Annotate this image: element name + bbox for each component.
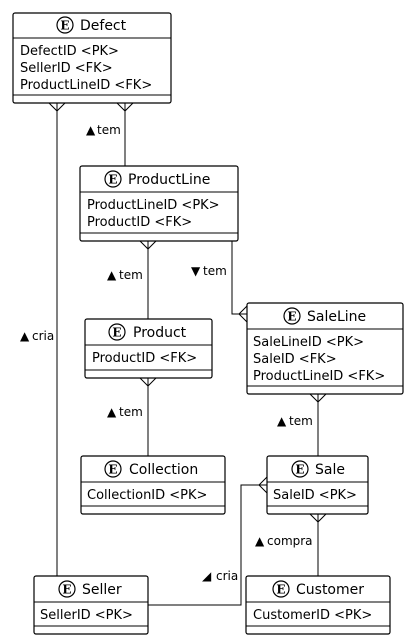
entity-title: SaleLine	[307, 309, 366, 325]
entity-product[interactable]: E Product ProductID <FK>	[84, 318, 213, 379]
edge-defect-productline	[116, 102, 134, 166]
entity-stereotype-icon: E	[291, 460, 309, 478]
relation-label-productline-product: ▲ tem	[107, 268, 143, 282]
edge-product-collection	[139, 377, 157, 456]
relation-text: cria	[216, 569, 238, 583]
relation-label-productline-saleline: ▼ tem	[191, 264, 227, 278]
relation-label-saleline-sale: ▲ tem	[277, 414, 313, 428]
svg-text:E: E	[112, 326, 121, 340]
entity-stereotype-icon: E	[108, 323, 126, 341]
relation-label-defect-productline: ▲ tem	[86, 123, 121, 137]
svg-text:E: E	[62, 583, 71, 597]
entity-seller[interactable]: E Seller SellerID <PK>	[33, 575, 149, 635]
entity-title: Sale	[315, 462, 345, 478]
relation-text: tem	[203, 264, 227, 278]
entity-attribute: ProductLineID <FK>	[20, 78, 152, 93]
svg-text:E: E	[108, 173, 117, 187]
entity-saleline[interactable]: E SaleLine SaleLineID <PK> SaleID <FK> P…	[246, 302, 404, 395]
entity-attribute: ProductID <FK>	[87, 215, 192, 230]
entity-attribute: CollectionID <PK>	[87, 488, 207, 503]
entity-attribute: SaleID <FK>	[253, 352, 337, 367]
edge-productline-saleline	[231, 241, 248, 323]
entity-stereotype-icon: E	[104, 170, 122, 188]
relation-label-sale-customer: ▲ compra	[255, 534, 313, 548]
edges	[48, 102, 327, 606]
entity-title: Product	[133, 325, 187, 341]
edge-saleline-sale	[309, 393, 327, 456]
entity-attribute: ProductLineID <FK>	[253, 369, 385, 384]
svg-text:E: E	[108, 463, 117, 477]
entity-sale[interactable]: E Sale SaleID <PK>	[266, 455, 369, 515]
entities: E Defect DefectID <PK> SellerID <FK> Pro…	[12, 12, 404, 635]
entity-title: Defect	[80, 18, 127, 34]
relation-label-defect-seller: ▲ cria	[20, 329, 54, 343]
relation-text: compra	[267, 534, 313, 548]
relation-text: tem	[97, 123, 121, 137]
relation-arrow: ▲	[277, 414, 287, 428]
entity-stereotype-icon: E	[56, 16, 74, 34]
entity-attribute: ProductLineID <PK>	[87, 198, 220, 213]
entity-attribute: DefectID <PK>	[20, 44, 119, 59]
entity-attribute: SaleID <PK>	[273, 488, 357, 503]
entity-attribute: CustomerID <PK>	[253, 608, 372, 623]
relation-text: cria	[32, 329, 54, 343]
relation-text: tem	[119, 268, 143, 282]
entity-stereotype-icon: E	[272, 580, 290, 598]
entity-title: ProductLine	[128, 172, 210, 188]
entity-stereotype-icon: E	[283, 307, 301, 325]
entity-customer[interactable]: E Customer CustomerID <PK>	[245, 575, 391, 635]
entity-attribute: SaleLineID <PK>	[253, 335, 364, 350]
edge-defect-seller	[48, 102, 66, 576]
edge-productline-product	[139, 240, 157, 319]
relation-arrow: ▲	[20, 329, 30, 343]
svg-text:E: E	[60, 19, 69, 33]
entity-collection[interactable]: E Collection CollectionID <PK>	[80, 455, 226, 515]
relation-label-seller-sale: ◢ cria	[202, 569, 238, 583]
entity-productline[interactable]: E ProductLine ProductLineID <PK> Product…	[79, 165, 239, 242]
entity-stereotype-icon: E	[58, 580, 76, 598]
svg-text:E: E	[276, 583, 285, 597]
entity-attribute: SellerID <PK>	[40, 608, 133, 623]
relation-arrow: ▲	[107, 268, 117, 282]
svg-text:E: E	[295, 463, 304, 477]
relation-label-product-collection: ▲ tem	[107, 405, 143, 419]
relation-arrow: ▼	[191, 264, 201, 278]
edge-seller-sale	[148, 476, 268, 606]
relation-text: tem	[119, 405, 143, 419]
entity-title: Collection	[129, 462, 198, 478]
entity-attribute: ProductID <FK>	[92, 351, 197, 366]
relation-arrow: ▲	[255, 534, 265, 548]
relation-arrow: ▲	[107, 405, 117, 419]
entity-stereotype-icon: E	[104, 460, 122, 478]
entity-title: Seller	[82, 582, 122, 598]
edge-sale-customer	[309, 513, 327, 576]
relation-arrow: ◢	[202, 569, 212, 583]
relation-labels: ▲ tem ▲ tem ▼ tem ▲ tem ▲ tem ▲ compra ◢…	[20, 123, 313, 583]
svg-text:E: E	[287, 310, 296, 324]
entity-attribute: SellerID <FK>	[20, 61, 113, 76]
entity-title: Customer	[296, 582, 364, 598]
relation-text: tem	[289, 414, 313, 428]
entity-defect[interactable]: E Defect DefectID <PK> SellerID <FK> Pro…	[12, 12, 172, 104]
relation-arrow: ▲	[86, 123, 96, 137]
